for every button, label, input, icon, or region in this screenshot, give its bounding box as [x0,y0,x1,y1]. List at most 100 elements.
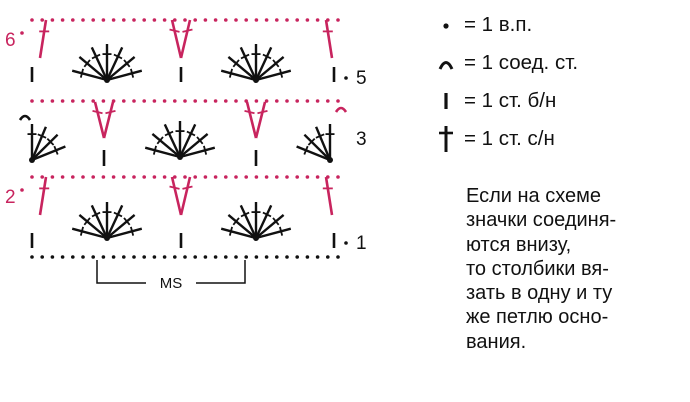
double-crochet-stitch [71,227,108,240]
chain-stitch-dot [50,175,55,179]
legend-text-chain: = 1 в.п. [464,13,533,36]
double-crochet-stitch [255,55,285,81]
chain-stitch-dot [40,99,44,103]
chain-stitch-dot [224,175,228,179]
chain-stitch-dot [101,255,106,259]
chain-stitch-dot [91,175,95,179]
stitch-crossbar [232,59,240,68]
chain-stitch-dot [264,175,269,179]
v-stitch-crossbar [182,28,193,33]
double-crochet-stitch [314,126,332,161]
chain-stitch-dot [234,99,238,103]
chain-stitch-dot [305,18,310,22]
chain-stitch-dot [183,255,187,259]
chain-stitch-dot-icon [428,15,464,35]
chain-stitch-dot [285,175,289,179]
chain-stitch-dot [275,175,279,179]
chain-stitch-dot [234,255,238,259]
legend-item-slip-stitch: = 1 соед. ст. [428,44,690,82]
v-stitch-crossbar [169,28,180,33]
chain-stitch-dot [60,99,65,103]
chain-stitch-dot [71,18,75,22]
chain-stitch-dot [336,99,340,103]
chain-stitch-dot [285,99,289,103]
chain-stitch-dot [244,175,248,179]
v-stitch-leg [254,101,267,139]
stitch-crossbar [203,145,208,155]
v-stitch-leg [245,101,258,139]
edge-double-crochet [38,176,48,216]
v-stitch-crossbar [169,185,180,190]
stitch-crossbar [91,211,101,218]
repeat-bracket: MS [96,260,246,292]
chain-stitch-dot [315,255,320,259]
stitch-crossbar [232,217,240,226]
chain-stitch-dot [71,99,75,103]
stitch-crossbar [83,59,91,68]
double-crochet-stitch [220,69,257,82]
chain-stitch-dot [111,99,116,103]
stitch-crossbar [113,53,123,60]
stitch-crossbar [272,59,280,68]
stitch-crossbar [228,226,233,236]
chain-stitch-dot [20,31,24,35]
double-crochet-stitch [105,204,124,239]
stitch-crossbar [272,217,280,226]
stitch-crossbar [307,137,316,146]
note-line: ются внизу, [466,233,572,256]
chain-stitch-dot [50,18,55,22]
stitch-crossbar [186,130,196,137]
double-crochet-stitch [254,46,273,81]
stitch-crossbar [303,145,309,155]
chain-stitch-dot [305,255,310,259]
v-stitch-crossbar [257,110,268,115]
v-stitch-crossbar [105,110,116,115]
chain-stitch-dot [315,18,320,22]
chain-stitch-dot [213,255,218,259]
note-line: то столбики вя- [466,257,609,280]
chain-stitch-dot [244,255,248,259]
chain-stitch-dot [183,18,187,22]
chain-stitch-dot [264,99,269,103]
note-line: же петлю осно- [466,306,609,329]
note-line: Если на схеме [466,185,602,207]
chain-stitch-dot [91,255,95,259]
v-stitch-leg [170,176,183,216]
chain-stitch-dot [234,18,238,22]
double-crochet-stitch [179,132,209,158]
chain-stitch-dot [336,18,340,22]
double-crochet-stitch [239,204,258,239]
chain-stitch-dot [152,99,157,103]
stitch-crossbar [53,145,59,155]
double-crochet-stitch [151,132,181,158]
chain-stitch-dot [60,18,65,22]
chain-stitch-dot [183,99,187,103]
chain-stitch-dot [71,175,75,179]
chain-stitch-dot [275,18,279,22]
chain-stitch-dot [224,255,228,259]
double-crochet-stitch [179,146,216,159]
single-crochet-bar-icon [428,90,464,112]
chain-stitch-dot [101,18,106,22]
stitch-crossbar [279,68,284,78]
stitch-crossbar [46,137,55,146]
v-stitch-leg [170,19,183,59]
chain-stitch-dot [285,18,289,22]
double-crochet-stitch [144,146,181,159]
double-crochet-stitch [255,69,292,82]
chain-stitch-dot [81,175,85,179]
chain-stitch-dots [20,18,348,259]
stitch-crossbar [113,211,123,218]
chain-stitch-dot [81,18,85,22]
double-crochet-stitch [255,227,292,240]
chain-stitch-dot [183,175,187,179]
note-line: значки соединя- [466,209,617,232]
stitch-crossbar [240,211,250,218]
stitch-crossbar [79,68,84,78]
stitch-crossbar [123,59,131,68]
double-crochet-stitch [78,55,108,81]
chain-stitch-dot [275,255,279,259]
chain-stitch-dot [344,76,348,80]
stitch-crossbar [315,133,325,139]
chain-stitch-dot [264,255,269,259]
